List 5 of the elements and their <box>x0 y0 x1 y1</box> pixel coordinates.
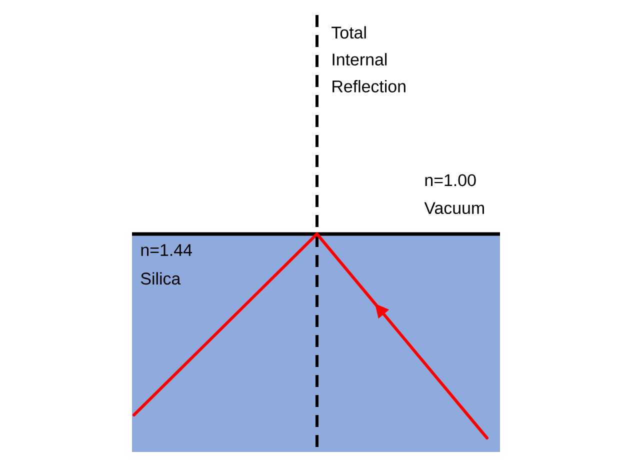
text-label: Vacuum <box>424 202 484 214</box>
text-label: Silica <box>140 272 181 285</box>
text-label: Total Internal Reflection <box>332 26 406 92</box>
text-label: n=1.00 <box>425 174 476 186</box>
text-label: n=1.44 <box>141 244 192 256</box>
